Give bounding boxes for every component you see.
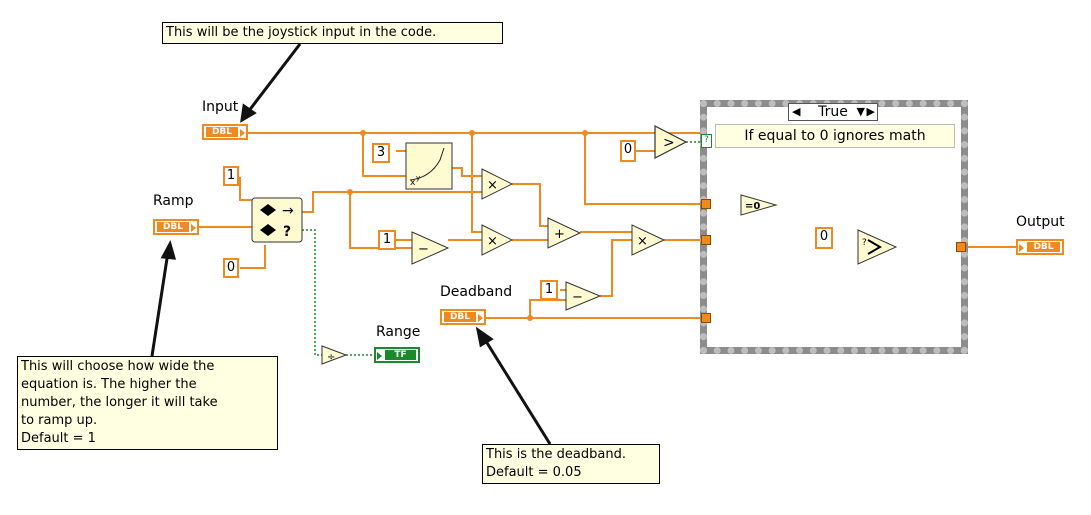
equal-zero-node: =0 (740, 194, 778, 216)
range-indicator[interactable]: TF (374, 347, 420, 363)
exponent-constant[interactable]: 3 (372, 143, 390, 163)
ramp-label: Ramp (153, 193, 194, 209)
deadband-label: Deadband (440, 284, 513, 300)
add-node-1: + (547, 217, 582, 249)
ramp-true-constant[interactable]: 1 (223, 166, 239, 186)
zero-compare-constant[interactable]: 0 (620, 140, 636, 162)
negate-node: ÷ (321, 345, 348, 365)
svg-text:→: → (282, 203, 294, 219)
subtract-node-1: − (411, 231, 450, 265)
output-label: Output (1016, 214, 1065, 230)
inner-select-node: ? (857, 229, 898, 265)
case-selector[interactable]: ◀ True ▼ ▶ (788, 103, 878, 121)
ramp-false-constant[interactable]: 0 (223, 258, 239, 278)
wire-junctions (347, 130, 721, 321)
svg-text:?: ? (862, 238, 867, 248)
svg-text:+: + (554, 227, 565, 242)
terminal-arrow-icon (240, 129, 245, 137)
tunnel-in-1 (701, 199, 711, 209)
ramp-terminal-type: DBL (157, 222, 189, 232)
svg-text:−: − (572, 290, 583, 305)
terminal-arrow-icon (191, 224, 196, 232)
svg-text:y: y (416, 174, 420, 182)
case-next-icon[interactable]: ▶ (866, 105, 875, 118)
multiply-node-1: × (481, 168, 514, 200)
ramp-terminal[interactable]: DBL (153, 219, 199, 235)
power-function-node: x y (405, 142, 453, 190)
indicator-arrow-icon (1019, 244, 1024, 252)
case-selector-value: True (818, 104, 848, 120)
tunnel-out (956, 242, 966, 252)
svg-text:x: x (410, 178, 416, 188)
ramp-select-node: → ? (251, 197, 303, 243)
deadband-terminal[interactable]: DBL (440, 309, 486, 325)
case-selector-terminal[interactable]: ? (701, 134, 712, 148)
svg-text:÷: ÷ (327, 352, 335, 363)
tunnel-in-3 (701, 313, 711, 323)
range-indicator-type: TF (385, 350, 416, 360)
svg-text:×: × (637, 234, 648, 249)
deadband-note-text: This is the deadband. Default = 0.05 (486, 447, 626, 480)
joystick-note: This will be the joystick input in the c… (162, 22, 503, 44)
indicator-arrow-icon (377, 352, 382, 360)
multiply-node-2: × (481, 224, 514, 256)
input-terminal-type: DBL (206, 127, 238, 137)
deadband-terminal-type: DBL (444, 312, 476, 322)
one-constant-b[interactable]: 1 (540, 280, 558, 300)
zero-select-constant[interactable]: 0 (815, 227, 833, 249)
range-label: Range (376, 324, 421, 340)
one-constant-a[interactable]: 1 (378, 230, 396, 250)
svg-text:=0: =0 (745, 201, 760, 212)
tunnel-in-2 (701, 235, 711, 245)
ramp-note-text: This will choose how wide the equation i… (21, 359, 218, 446)
input-terminal[interactable]: DBL (202, 124, 248, 140)
subtract-node-2: − (565, 281, 602, 311)
case-comment: If equal to 0 ignores math (715, 124, 955, 148)
deadband-note: This is the deadband. Default = 0.05 (482, 444, 660, 484)
ramp-note: This will choose how wide the equation i… (17, 356, 278, 450)
note-pointers (150, 43, 552, 445)
output-indicator-type: DBL (1027, 242, 1060, 252)
svg-text:−: − (418, 242, 429, 257)
svg-text:×: × (487, 178, 498, 193)
svg-text:>: > (663, 135, 675, 151)
svg-text:×: × (487, 234, 498, 249)
input-label: Input (202, 99, 239, 115)
case-prev-icon[interactable]: ◀ (792, 105, 801, 118)
joystick-note-text: This will be the joystick input in the c… (166, 25, 437, 40)
greater-than-node: > (654, 125, 688, 159)
output-indicator[interactable]: DBL (1016, 239, 1064, 255)
dropdown-icon[interactable]: ▼ (856, 105, 865, 118)
terminal-arrow-icon (478, 314, 483, 322)
multiply-node-3: × (631, 224, 666, 256)
svg-text:?: ? (283, 224, 291, 240)
